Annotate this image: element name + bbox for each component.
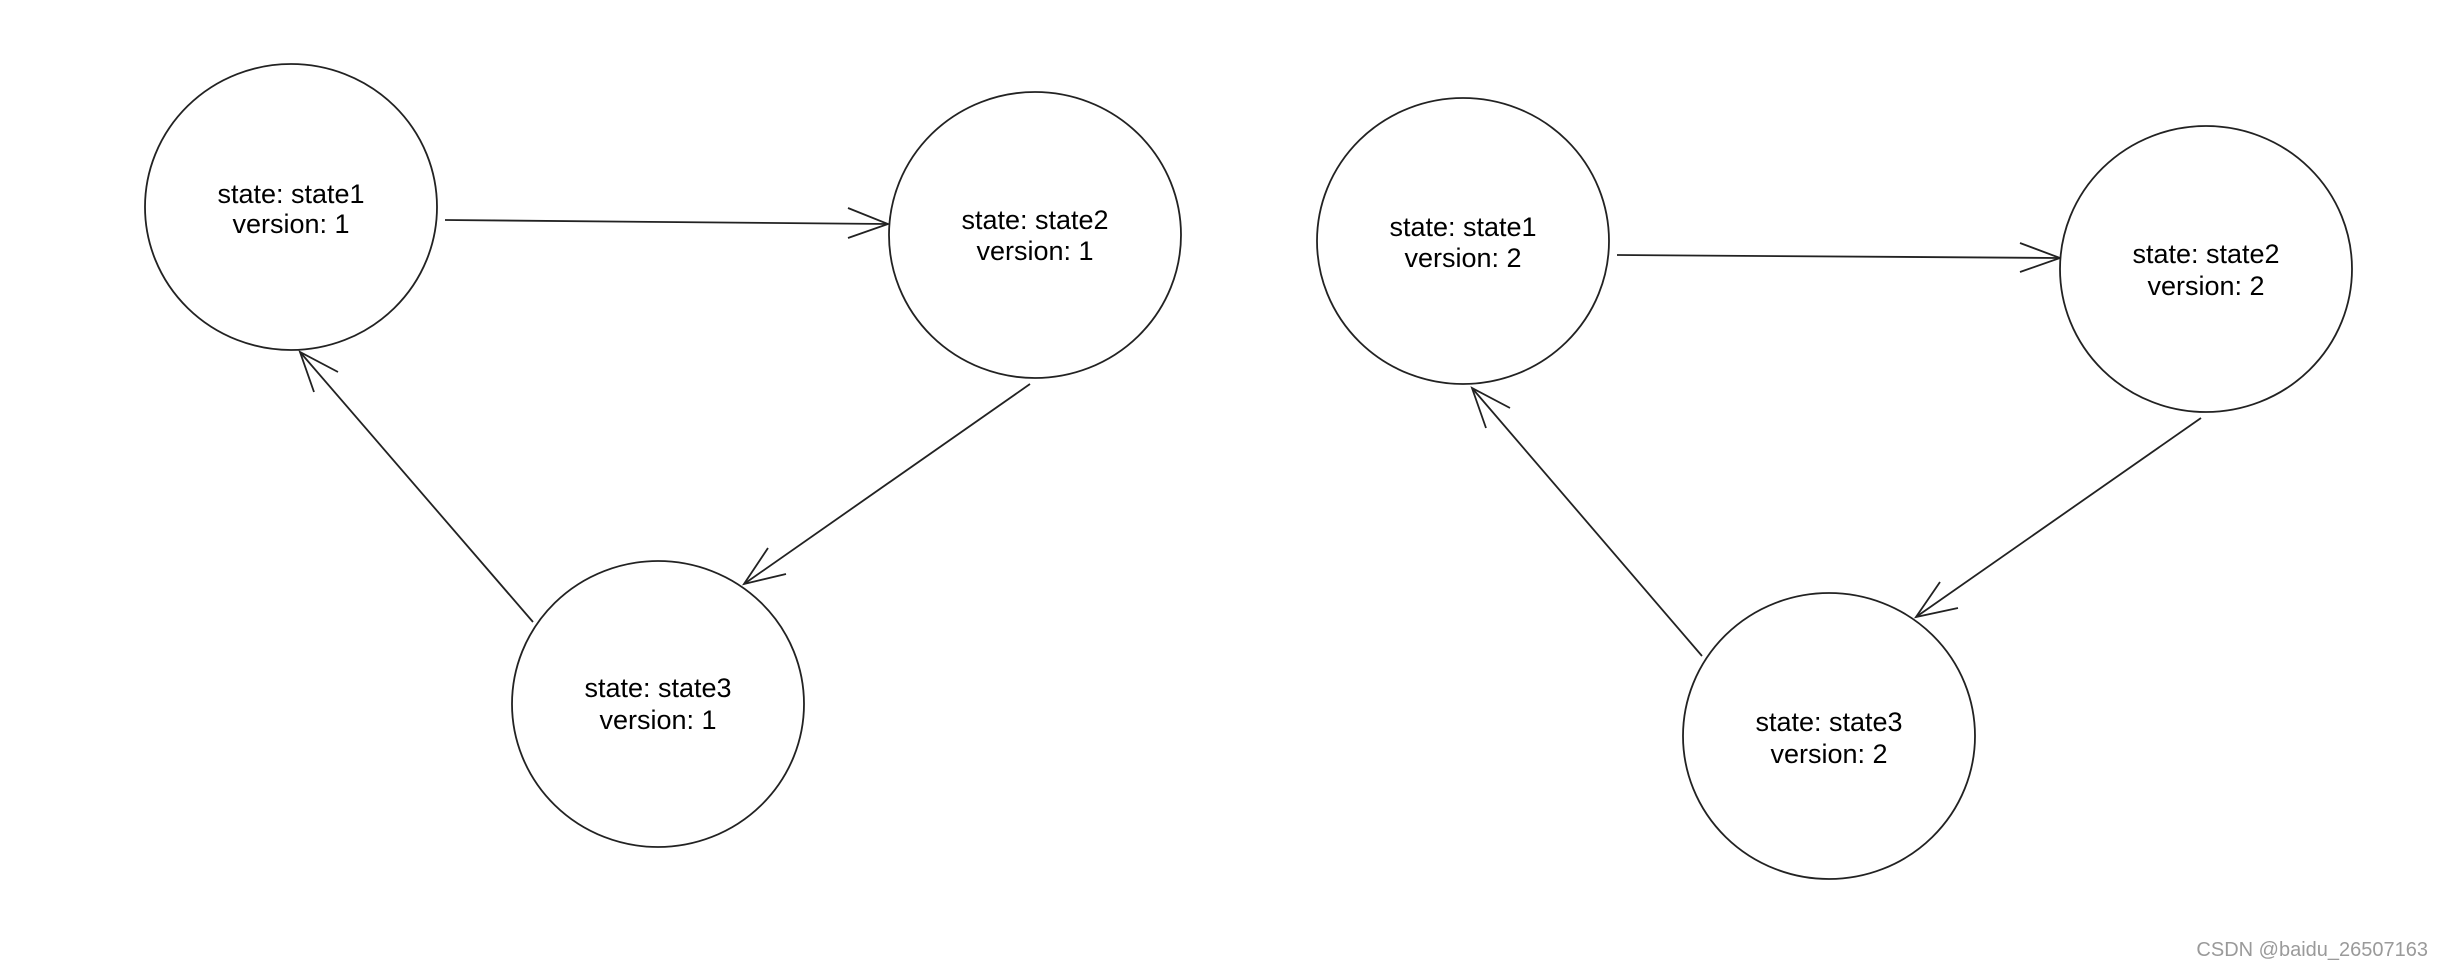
node-state3: state: state3 version: 1 [511,560,805,848]
node-version-label: version: 1 [976,236,1093,266]
node-version-label: version: 2 [2147,271,2264,301]
node-version-label: version: 1 [599,705,716,735]
diagram-version-1: state: state1 version: 1 state: state2 v… [144,63,1182,848]
node-version-label: version: 2 [1404,243,1521,273]
edge-state1-to-state2 [444,207,891,239]
node-state-label: state: state2 [961,205,1108,235]
node-state-label: state: state1 [1389,212,1536,242]
node-state-label: state: state3 [1755,707,1902,737]
node-state-label: state: state3 [584,673,731,703]
watermark: CSDN @baidu_26507163 [2196,939,2428,961]
node-state-label: state: state1 [217,179,364,209]
node-version-label: version: 1 [232,209,349,239]
node-version-label: version: 2 [1770,739,1887,769]
edge-state1-to-state2 [1616,242,2063,273]
edge-state3-to-state1 [298,350,534,623]
node-state3: state: state3 version: 2 [1682,592,1976,880]
node-state2: state: state2 version: 1 [888,91,1182,379]
diagram-version-2: state: state1 version: 2 state: state2 v… [1316,97,2353,880]
node-state1: state: state1 version: 2 [1316,97,1610,385]
node-state-label: state: state2 [2132,239,2279,269]
edge-state2-to-state3 [1913,417,2202,619]
node-state1: state: state1 version: 1 [144,63,438,351]
edge-state3-to-state1 [1470,386,1703,657]
edge-state2-to-state3 [741,383,1031,586]
node-state2: state: state2 version: 2 [2059,125,2353,413]
